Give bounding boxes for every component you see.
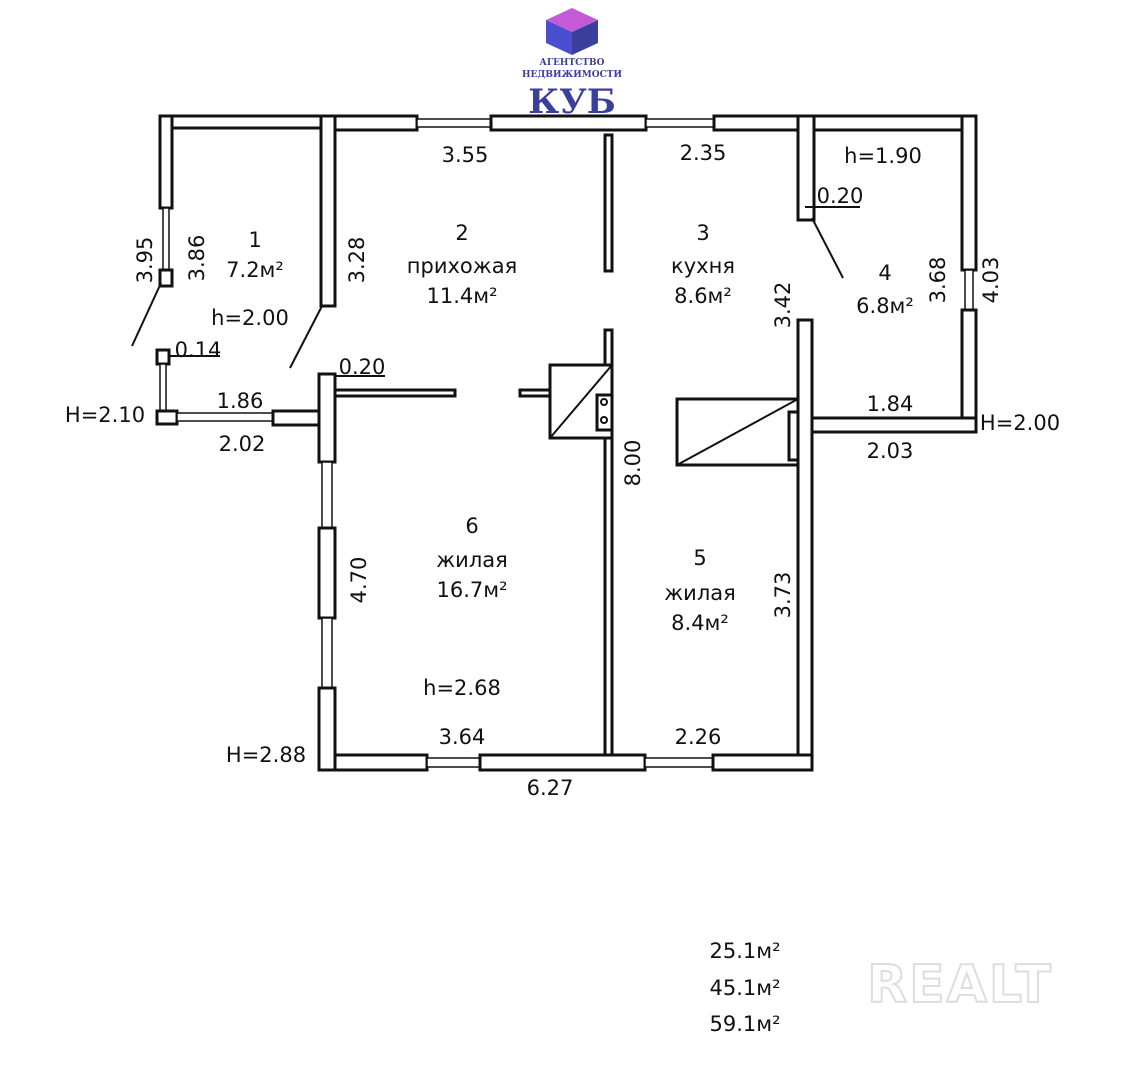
- main-area-total: 45.1м²: [709, 976, 780, 1000]
- room-5-area: 8.4м²: [671, 611, 729, 635]
- dim: H=2.10: [65, 403, 145, 427]
- room-6-area: 16.7м²: [436, 578, 507, 602]
- overall-area-total: 59.1м²: [709, 1012, 780, 1036]
- dim: 1.84: [867, 392, 914, 416]
- stove: [548, 363, 614, 440]
- dim: H=2.00: [980, 411, 1060, 435]
- dim: h=2.68: [423, 676, 501, 700]
- room-2-area: 11.4м²: [426, 284, 497, 308]
- realt-watermark: REALT: [867, 955, 1053, 1015]
- room-1-number: 1: [248, 228, 261, 252]
- logo-line1: АГЕНТСТВО: [540, 58, 605, 68]
- dim: 0.20: [817, 184, 864, 208]
- room-1-area: 7.2м²: [226, 258, 284, 282]
- room-3-area: 8.6м²: [674, 284, 732, 308]
- oven: [675, 397, 800, 467]
- walls: [155, 114, 978, 772]
- room-5-name: жилая: [664, 581, 736, 605]
- logo-line2: НЕДВИЖИМОСТИ: [522, 70, 622, 80]
- dim: 3.55: [442, 143, 489, 167]
- room-3-name: кухня: [671, 254, 735, 278]
- dim: 3.42: [771, 282, 795, 329]
- dim: 3.68: [926, 257, 950, 304]
- room-4-number: 4: [878, 261, 891, 285]
- dim: h=1.90: [844, 144, 922, 168]
- room-2-number: 2: [455, 221, 468, 245]
- room-6-number: 6: [465, 514, 478, 538]
- dim: 3.86: [185, 235, 209, 282]
- dim: 4.70: [347, 557, 371, 604]
- room-labels: 1 7.2м² 2 прихожая 11.4м² 3 кухня 8.6м² …: [226, 221, 914, 635]
- agency-logo: АГЕНТСТВО НЕДВИЖИМОСТИ КУБ: [522, 8, 622, 122]
- dim: 0.20: [339, 355, 386, 379]
- dim: 3.95: [133, 237, 157, 284]
- area-totals: 25.1м² 45.1м² 59.1м²: [709, 939, 780, 1036]
- dim: 2.35: [680, 141, 727, 165]
- dim: 1.86: [217, 389, 264, 413]
- room-3-number: 3: [696, 221, 709, 245]
- room-5-number: 5: [693, 546, 706, 570]
- dim: 3.64: [439, 725, 486, 749]
- dim: H=2.88: [226, 743, 306, 767]
- living-area-total: 25.1м²: [709, 939, 780, 963]
- dim: 8.00: [621, 440, 645, 487]
- room-4-area: 6.8м²: [856, 294, 914, 318]
- dim: 3.28: [345, 237, 369, 284]
- room-2-name: прихожая: [407, 254, 517, 278]
- dimensions: 3.55 2.35 h=1.90 0.20 3.95 3.86 3.28 h=2…: [65, 141, 1060, 800]
- room-6-name: жилая: [436, 548, 508, 572]
- dim: 2.26: [675, 725, 722, 749]
- dim: h=2.00: [211, 306, 289, 330]
- dim: 4.03: [979, 257, 1003, 304]
- dim: 2.03: [867, 439, 914, 463]
- dim: 2.02: [219, 432, 266, 456]
- dim: 6.27: [527, 776, 574, 800]
- dim: 0.14: [175, 338, 222, 362]
- dim: 3.73: [771, 572, 795, 619]
